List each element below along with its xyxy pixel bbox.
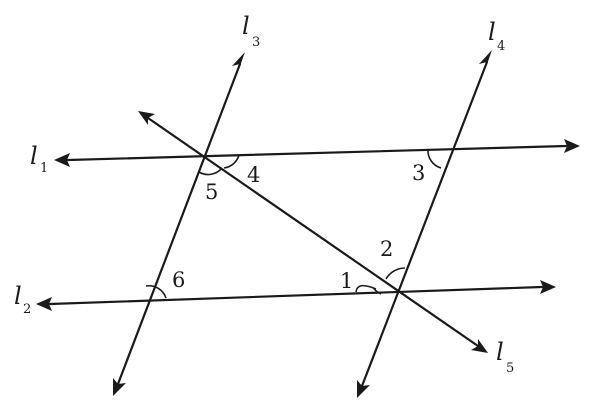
svg-text:l: l (488, 18, 496, 46)
angle-arc-3 (427, 149, 442, 169)
line-l2 (36, 280, 556, 311)
angle-arc-6 (145, 284, 167, 299)
label-l3: l 3 (242, 12, 260, 50)
angle-label-2: 2 (380, 237, 393, 261)
angle-arc-2 (385, 267, 406, 280)
angle-arc-1b (355, 284, 377, 293)
svg-text:l: l (14, 282, 22, 310)
angle-label-4: 4 (247, 163, 260, 187)
angle-arc-5 (198, 167, 223, 176)
svg-text:l: l (242, 12, 250, 40)
svg-text:5: 5 (506, 361, 514, 376)
angle-label-3: 3 (412, 161, 425, 185)
angle-arc-4 (223, 154, 240, 169)
line-l4 (357, 50, 492, 398)
svg-text:1: 1 (40, 161, 48, 176)
angle-label-5: 5 (205, 180, 218, 204)
label-l4: l 4 (488, 18, 505, 54)
svg-text:4: 4 (497, 39, 505, 54)
angle-label-6: 6 (172, 268, 185, 292)
svg-text:2: 2 (23, 302, 31, 317)
svg-text:l: l (30, 142, 38, 170)
line-l5 (138, 111, 488, 353)
label-l1: l 1 (30, 142, 48, 176)
line-l3 (113, 52, 245, 396)
label-l5: l 5 (496, 338, 514, 376)
angle-label-1: 1 (340, 269, 353, 293)
svg-text:3: 3 (252, 35, 260, 50)
label-l2: l 2 (14, 282, 31, 317)
svg-text:l: l (496, 338, 504, 366)
line-l1 (54, 139, 580, 167)
